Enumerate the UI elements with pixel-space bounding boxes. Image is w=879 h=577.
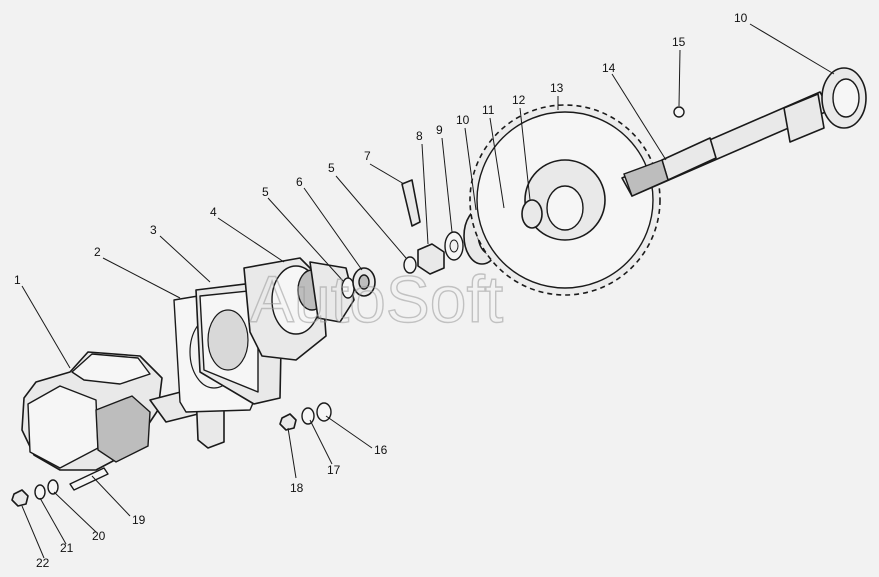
part-14-drive-shaft (621, 91, 831, 197)
callout-11: 11 (482, 103, 495, 117)
part-4-bearing-housing (243, 257, 355, 361)
callout-2: 2 (94, 245, 101, 259)
callout-1: 1 (14, 273, 21, 287)
callout-13: 13 (550, 81, 564, 95)
part-7-key (401, 179, 421, 227)
callout-10: 10 (456, 113, 470, 127)
part-18-nut (279, 413, 297, 431)
callout-7: 7 (364, 149, 371, 163)
part-13-drive-gear (469, 104, 661, 296)
callout-6: 6 (296, 175, 303, 189)
callout-19: 19 (132, 513, 146, 527)
leader-lines (21, 23, 835, 559)
callout-18: 18 (290, 481, 304, 495)
part-9-washer (444, 231, 464, 261)
callout-10b: 10 (734, 11, 748, 25)
callout-14: 14 (602, 61, 616, 75)
part-20-washer (47, 479, 59, 495)
part-22-nut (11, 489, 29, 507)
callout-3: 3 (150, 223, 157, 237)
watermark-logo: AutoSoft (250, 262, 503, 336)
part-12-hub (521, 199, 543, 229)
part-6-bearing (352, 267, 376, 297)
callout-21: 21 (60, 541, 74, 555)
part-8-castle-nut (417, 243, 445, 275)
callout-9: 9 (436, 123, 443, 137)
callout-5b: 5 (328, 161, 335, 175)
callout-20: 20 (92, 529, 106, 543)
callout-15: 15 (672, 35, 686, 49)
callout-22: 22 (36, 556, 50, 570)
callout-5: 5 (262, 185, 269, 199)
callout-17: 17 (327, 463, 341, 477)
callout-16: 16 (374, 443, 388, 457)
part-5-ring-second (403, 256, 417, 274)
callout-12: 12 (512, 93, 526, 107)
part-10-bearing-right (821, 67, 867, 129)
part-15-ball (673, 106, 685, 118)
callout-4: 4 (210, 205, 217, 219)
part-21-spring-washer (34, 484, 46, 500)
part-17-spring-washer (301, 407, 315, 425)
callout-8: 8 (416, 129, 423, 143)
callout-labels: 1 2 3 4 5 6 5 7 8 9 10 11 12 13 10 14 15… (14, 11, 748, 570)
